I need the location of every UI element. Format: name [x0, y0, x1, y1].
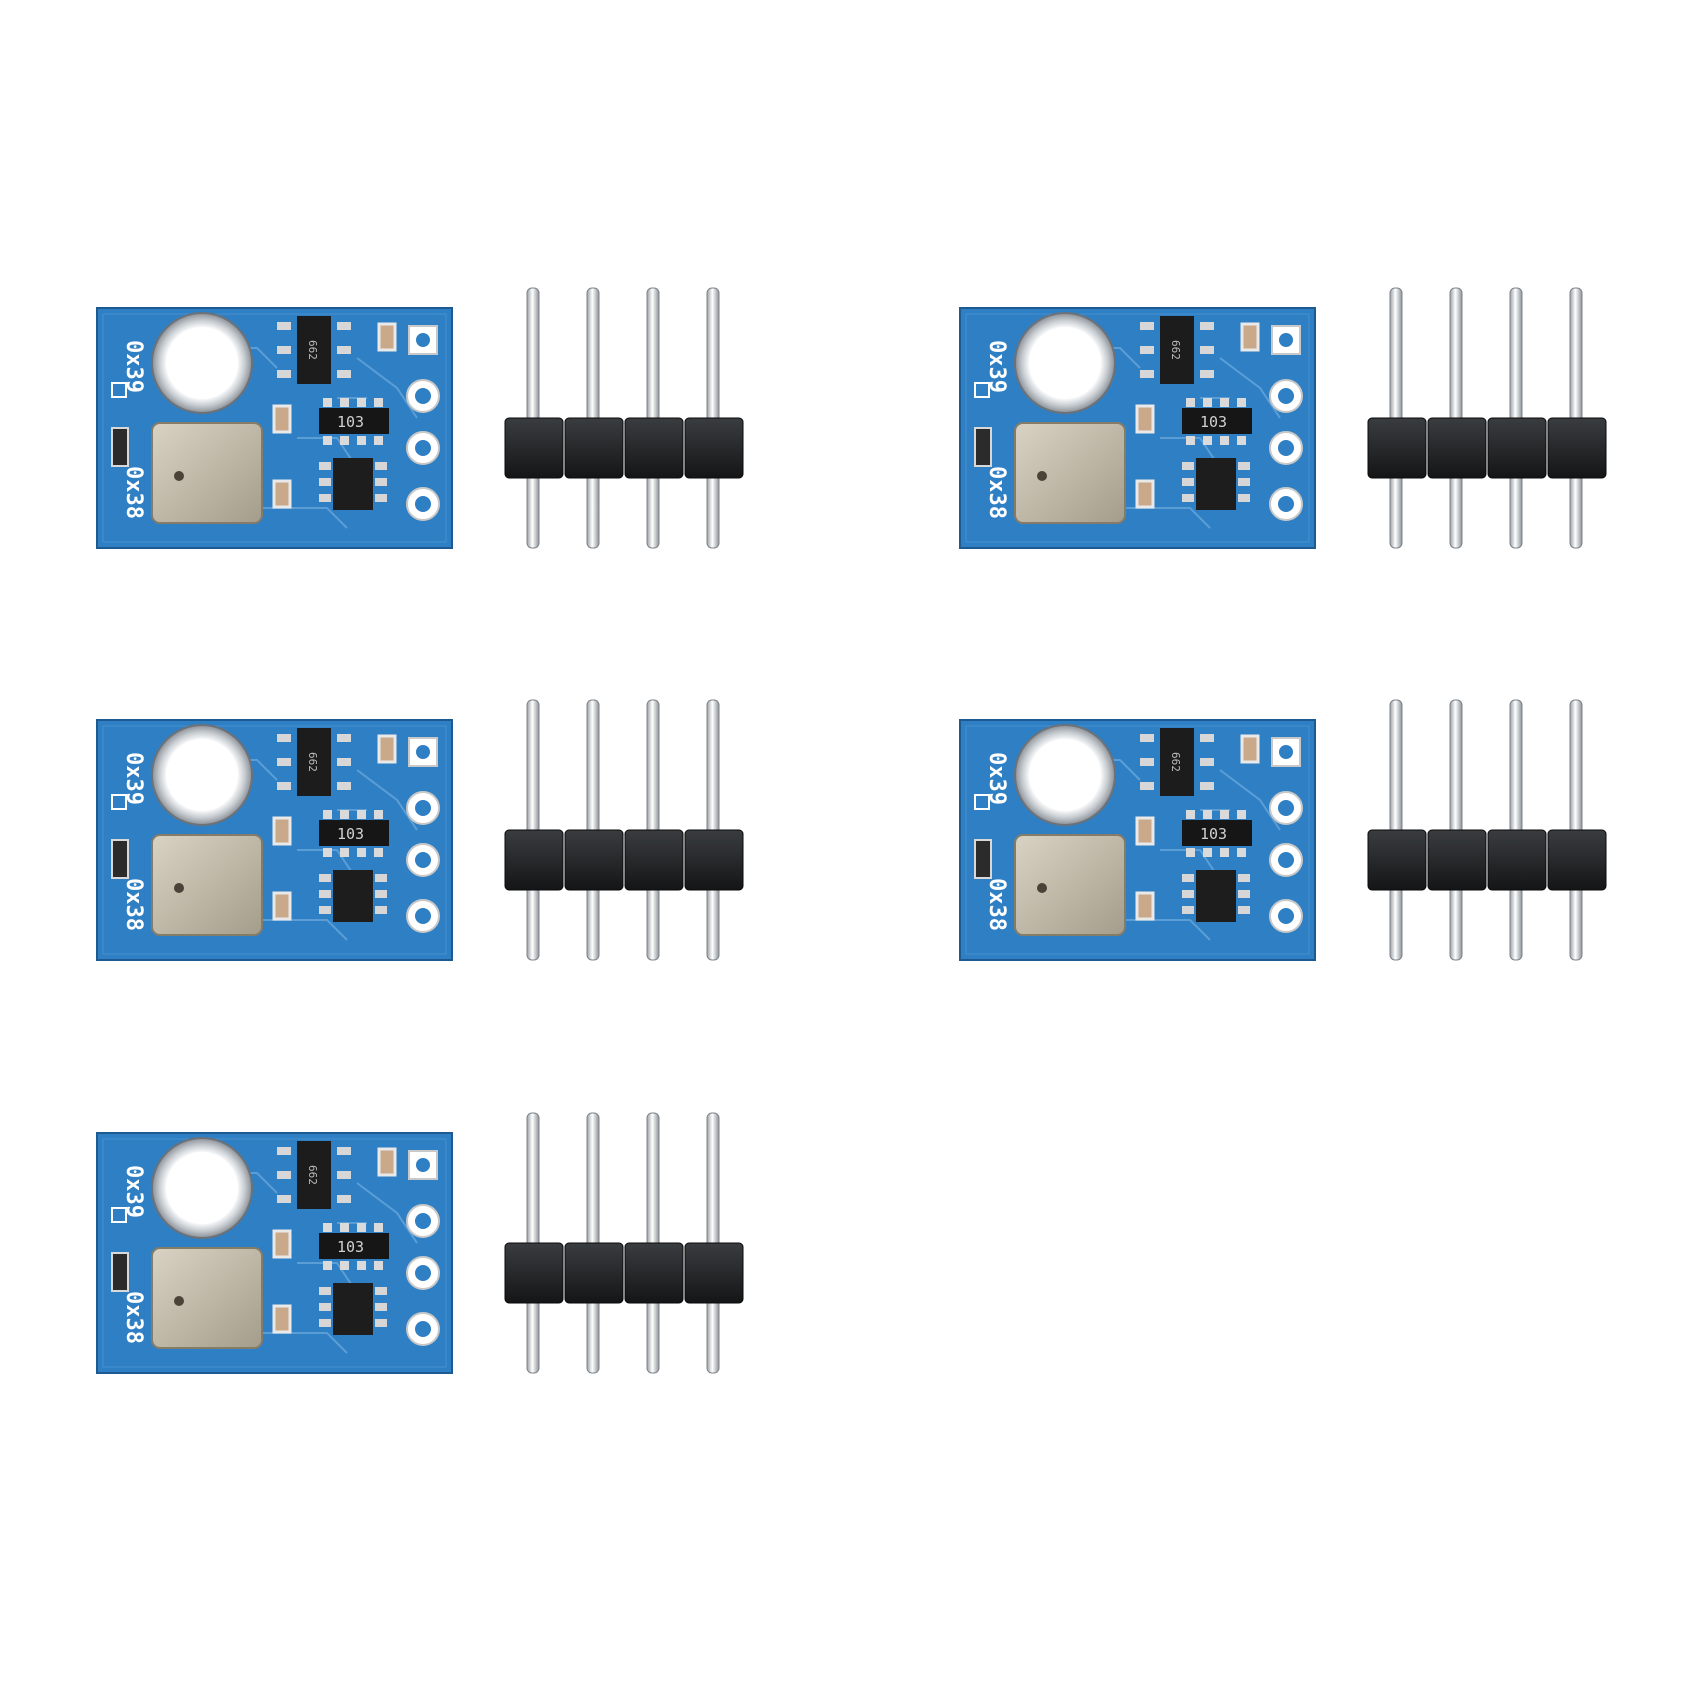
header-housing: [1427, 829, 1487, 891]
smd-resistor: [974, 427, 992, 467]
capacitor: [272, 479, 292, 509]
regulator-chip: [297, 316, 331, 384]
regulator-chip: [1160, 316, 1194, 384]
mosfet-chip: [333, 458, 373, 510]
header-housing: [624, 829, 684, 891]
header-housing: [504, 829, 564, 891]
resistor-marking: 103: [1200, 413, 1227, 431]
address-label-0x38: 0x38: [984, 466, 1009, 519]
smd-resistor: [974, 839, 992, 879]
header-housing: [1367, 829, 1427, 891]
resistor-array: [1182, 408, 1252, 434]
resistor-marking: 103: [1200, 825, 1227, 843]
smd-resistor: [111, 427, 129, 467]
smd-resistor: [111, 839, 129, 879]
regulator-chip: [297, 1141, 331, 1209]
capacitor: [272, 404, 292, 434]
header-housing: [1367, 417, 1427, 479]
resistor-marking: 103: [337, 413, 364, 431]
regulator-marking: 662: [306, 752, 319, 772]
pin-header: [1367, 287, 1607, 549]
address-label-0x38: 0x38: [121, 466, 146, 519]
address-label-0x38: 0x38: [121, 1291, 146, 1344]
sensor-board: 0x39 0x38 662 103: [96, 719, 453, 961]
address-label-0x38: 0x38: [121, 878, 146, 931]
resistor-array: [319, 1233, 389, 1259]
header-housing: [624, 1242, 684, 1304]
header-housing: [1487, 417, 1547, 479]
address-label-0x39: 0x39: [984, 752, 1009, 805]
header-housing: [1547, 829, 1607, 891]
mosfet-chip: [1196, 870, 1236, 922]
address-label-0x39: 0x39: [121, 752, 146, 805]
pressure-sensor: [1014, 422, 1126, 524]
header-housing: [1547, 417, 1607, 479]
header-housing: [504, 1242, 564, 1304]
address-label-0x38: 0x38: [984, 878, 1009, 931]
capacitor: [1135, 816, 1155, 846]
regulator-chip: [1160, 728, 1194, 796]
capacitor: [272, 891, 292, 921]
pin-header: [504, 287, 744, 549]
header-housing: [564, 829, 624, 891]
sensor-board: 0x39 0x38 662 103: [96, 307, 453, 549]
capacitor: [272, 816, 292, 846]
header-pad: [1271, 737, 1301, 767]
resistor-marking: 103: [337, 1238, 364, 1256]
pin-header: [1367, 699, 1607, 961]
resistor-marking: 103: [337, 825, 364, 843]
regulator-marking: 662: [1169, 340, 1182, 360]
capacitor: [272, 1229, 292, 1259]
pressure-sensor: [151, 1247, 263, 1349]
header-housing: [504, 417, 564, 479]
address-label-0x39: 0x39: [121, 340, 146, 393]
header-housing: [624, 417, 684, 479]
regulator-marking: 662: [306, 340, 319, 360]
header-housing: [684, 829, 744, 891]
pressure-sensor: [151, 834, 263, 936]
capacitor: [272, 1304, 292, 1334]
pin-header: [504, 1112, 744, 1374]
sensor-board: 0x39 0x38 662 103: [959, 719, 1316, 961]
capacitor: [377, 1147, 397, 1177]
capacitor: [377, 322, 397, 352]
sensor-board: 0x39 0x38 662 103: [96, 1132, 453, 1374]
header-housing: [564, 417, 624, 479]
header-housing: [564, 1242, 624, 1304]
header-pad: [408, 1150, 438, 1180]
sensor-board: 0x39 0x38 662 103: [959, 307, 1316, 549]
capacitor: [1240, 734, 1260, 764]
address-label-0x39: 0x39: [984, 340, 1009, 393]
header-housing: [1427, 417, 1487, 479]
mosfet-chip: [333, 1283, 373, 1335]
pin-header: [504, 699, 744, 961]
mosfet-chip: [1196, 458, 1236, 510]
mosfet-chip: [333, 870, 373, 922]
resistor-array: [319, 408, 389, 434]
pressure-sensor: [1014, 834, 1126, 936]
header-housing: [684, 417, 744, 479]
capacitor: [1135, 891, 1155, 921]
capacitor: [1135, 404, 1155, 434]
header-housing: [1487, 829, 1547, 891]
pressure-sensor: [151, 422, 263, 524]
smd-resistor: [111, 1252, 129, 1292]
regulator-marking: 662: [1169, 752, 1182, 772]
capacitor: [1135, 479, 1155, 509]
capacitor: [1240, 322, 1260, 352]
header-housing: [684, 1242, 744, 1304]
regulator-marking: 662: [306, 1165, 319, 1185]
capacitor: [377, 734, 397, 764]
resistor-array: [1182, 820, 1252, 846]
address-label-0x39: 0x39: [121, 1165, 146, 1218]
regulator-chip: [297, 728, 331, 796]
resistor-array: [319, 820, 389, 846]
